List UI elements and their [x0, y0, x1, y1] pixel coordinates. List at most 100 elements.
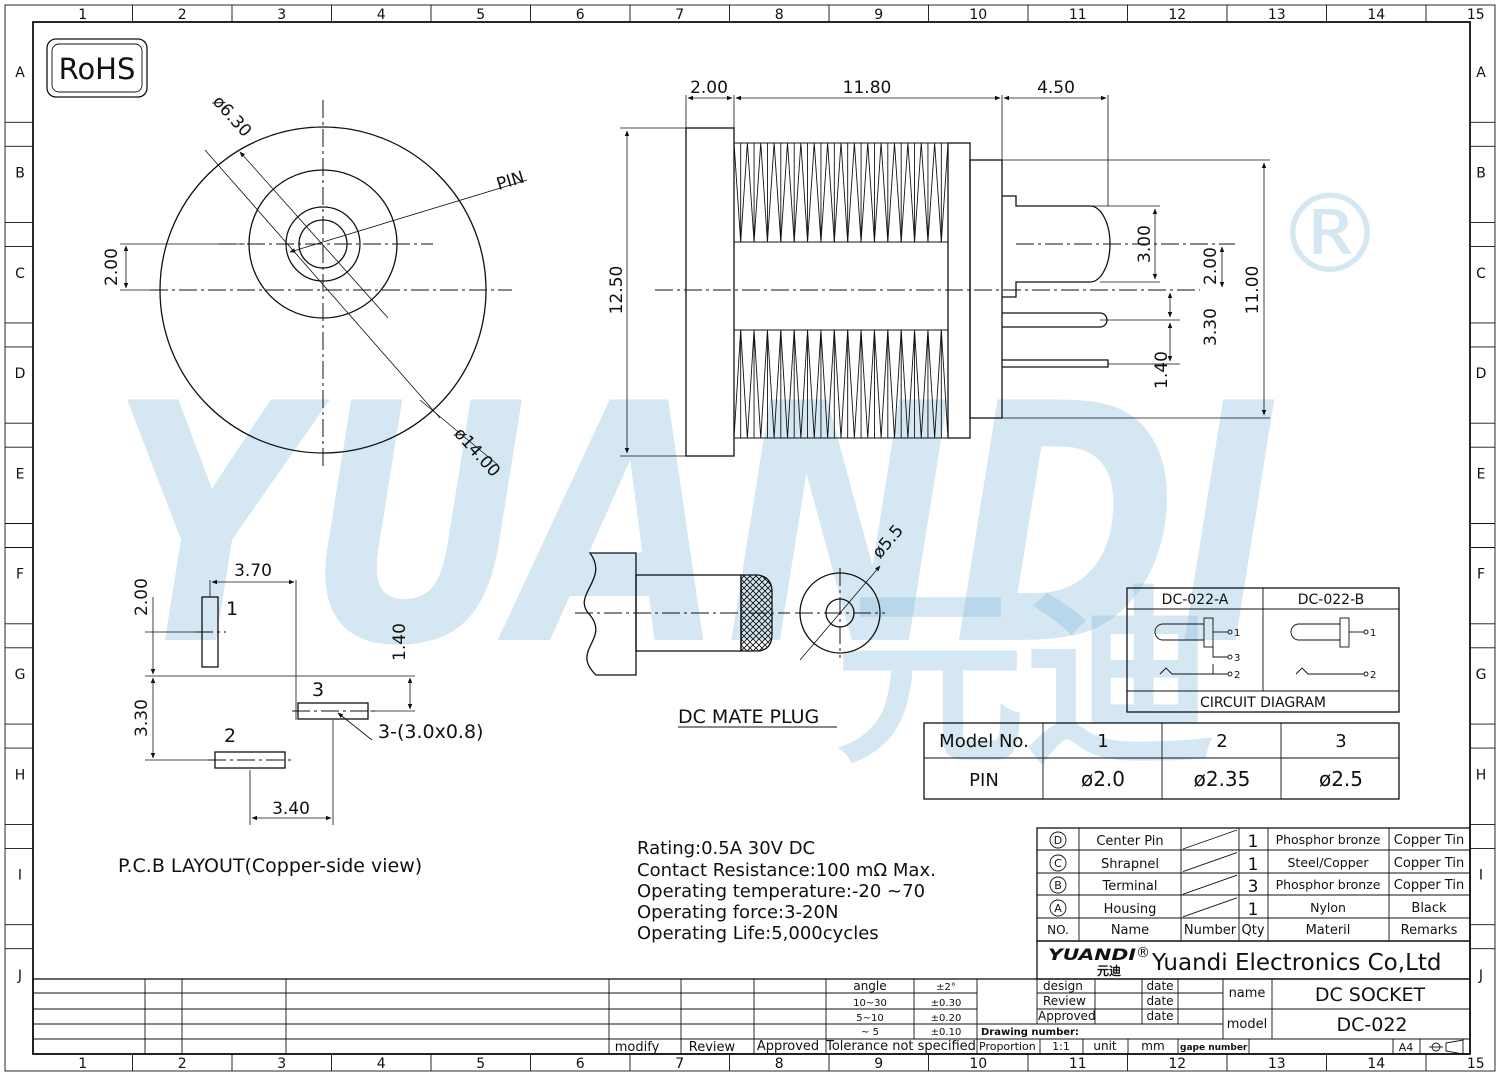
frame-row-label: B — [1476, 165, 1486, 181]
bom-name: Terminal — [1102, 879, 1158, 894]
pin-table-row-label: PIN — [969, 770, 999, 791]
tb-size: A4 — [1399, 1041, 1414, 1054]
dim-front-offset: 2.00 — [102, 248, 122, 286]
pcb-dim-h1: 2.00 — [132, 578, 152, 616]
tb-page-number: gape number — [1180, 1043, 1248, 1053]
bom-qty: 1 — [1248, 900, 1259, 920]
frame-row-label: I — [1479, 868, 1483, 884]
bom-material: Phosphor bronze — [1276, 832, 1381, 847]
bom-remarks: Black — [1411, 901, 1447, 916]
bom-header-number: Number — [1184, 923, 1237, 938]
bom-name: Center Pin — [1096, 834, 1163, 849]
tb-unit: unit — [1093, 1039, 1117, 1053]
bom-header-no: NO. — [1047, 923, 1069, 937]
tolerance-footer: Tolerance not specified — [825, 1039, 976, 1054]
rohs-label: RoHS — [59, 52, 136, 86]
tb-model-label: model — [1227, 1017, 1267, 1032]
frame-col-label: 7 — [675, 7, 684, 23]
frame-col-label: 15 — [1467, 1056, 1485, 1072]
tb-ratio: 1:1 — [1052, 1040, 1070, 1053]
frame-row-label: D — [1476, 366, 1487, 382]
bom-material: Nylon — [1310, 900, 1346, 915]
tb-drawing-number: Drawing number: — [981, 1027, 1079, 1038]
dim-height: 12.50 — [607, 266, 627, 315]
company-logo-cjk: 元迪 — [1097, 963, 1121, 978]
spec-line: Rating:0.5A 30V DC — [637, 838, 815, 859]
dim-pin-label: PIN — [494, 168, 527, 195]
frame-row-label: J — [17, 968, 22, 984]
circuit-b-pin-1: 1 — [1370, 628, 1376, 639]
watermark-cjk: 元迪 — [835, 569, 1215, 790]
frame-col-label: 14 — [1367, 7, 1385, 23]
frame-col-label: 3 — [277, 1056, 286, 1072]
circuit-col-a: DC-022-A — [1162, 592, 1229, 608]
pcb-dim-slot: 3-(3.0x0.8) — [378, 721, 483, 743]
bom-material: Steel/Copper — [1288, 855, 1370, 870]
frame-row-label: J — [1478, 968, 1483, 984]
circuit-a-pin-2: 2 — [1234, 670, 1240, 681]
frame-row-label: F — [16, 567, 24, 583]
pin-table-header-2: 2 — [1216, 731, 1227, 752]
company-reg: ® — [1136, 945, 1150, 961]
bom-remarks: Copper Tin — [1394, 878, 1464, 893]
frame-row-label: H — [1476, 767, 1487, 783]
frame-col-label: 6 — [576, 7, 585, 23]
frame-row-label: A — [15, 65, 25, 81]
tb-review: Review — [1043, 994, 1086, 1008]
bom-remarks: Copper Tin — [1394, 856, 1464, 871]
bom-name: Housing — [1104, 902, 1157, 917]
tb-proportion: Proportion — [979, 1040, 1036, 1053]
frame-row-label: G — [1476, 667, 1487, 683]
tb-date-3: date — [1146, 1009, 1173, 1023]
circuit-caption: CIRCUIT DIAGRAM — [1200, 695, 1326, 711]
frame-row-label: A — [1476, 65, 1486, 81]
bom-name: Shrapnel — [1101, 857, 1159, 872]
title-block: modify Review Approved angle±2°10~30±0.3… — [32, 978, 1471, 1055]
frame-col-label: 11 — [1069, 7, 1087, 23]
frame-col-label: 12 — [1168, 7, 1186, 23]
bom-header-material: Materil — [1306, 923, 1351, 938]
frame-col-label: 1 — [78, 7, 87, 23]
company-name: Yuandi Electronics Co,Ltd — [1151, 950, 1442, 976]
frame-col-label: 3 — [277, 7, 286, 23]
frame-col-label: 15 — [1467, 7, 1485, 23]
bom-mark: D — [1054, 834, 1062, 847]
tolerance-value: ±2° — [936, 982, 956, 993]
revision-approved: Approved — [757, 1039, 819, 1054]
bom-remarks: Copper Tin — [1394, 833, 1464, 848]
watermark-latin: YUANDI — [110, 334, 1280, 718]
frame-col-label: 11 — [1069, 1056, 1087, 1072]
bom-mark-circle — [1049, 899, 1067, 917]
tb-name-value: DC SOCKET — [1315, 984, 1426, 1006]
tb-approved: Approved — [1038, 1009, 1096, 1023]
tolerance-value: ±0.30 — [931, 998, 962, 1009]
pcb-dim-w2: 3.40 — [272, 799, 310, 819]
frame-col-label: 7 — [675, 1056, 684, 1072]
bom-mark: A — [1054, 902, 1062, 915]
specs: Rating:0.5A 30V DC Contact Resistance:10… — [637, 838, 936, 944]
frame-col-label: 9 — [874, 7, 883, 23]
frame-col-label: 4 — [377, 1056, 386, 1072]
tolerance-range: 10~30 — [853, 998, 887, 1009]
bom-header-remarks: Remarks — [1401, 923, 1458, 938]
tb-mm: mm — [1141, 1039, 1164, 1053]
tb-date-2: date — [1146, 994, 1173, 1008]
dim-pin-diameter-side: 3.00 — [1135, 225, 1155, 263]
frame-col-label: 12 — [1168, 1056, 1186, 1072]
frame-col-label: 13 — [1268, 7, 1286, 23]
spec-line: Operating Life:5,000cycles — [637, 923, 879, 944]
pin-table-header-model: Model No. — [939, 731, 1029, 752]
watermark-reg: ® — [1275, 170, 1385, 298]
dim-flange: 2.00 — [690, 78, 728, 98]
pcb-dim-h2: 1.40 — [390, 623, 410, 661]
frame-col-label: 5 — [476, 1056, 485, 1072]
bom-header-name: Name — [1111, 923, 1149, 938]
pcb-layout: 3.70 2.00 1.40 3.30 3.40 3-(3.0x0.8) 1 2… — [118, 561, 483, 877]
pin-table-cell-2: ø2.35 — [1194, 767, 1251, 791]
dim-pin-diameter: ø6.30 — [208, 92, 255, 141]
frame-col-label: 5 — [476, 7, 485, 23]
tolerance-range: angle — [853, 979, 886, 993]
dim-pin-offset: 2.00 — [1201, 247, 1221, 285]
revision-review: Review — [689, 1040, 736, 1055]
